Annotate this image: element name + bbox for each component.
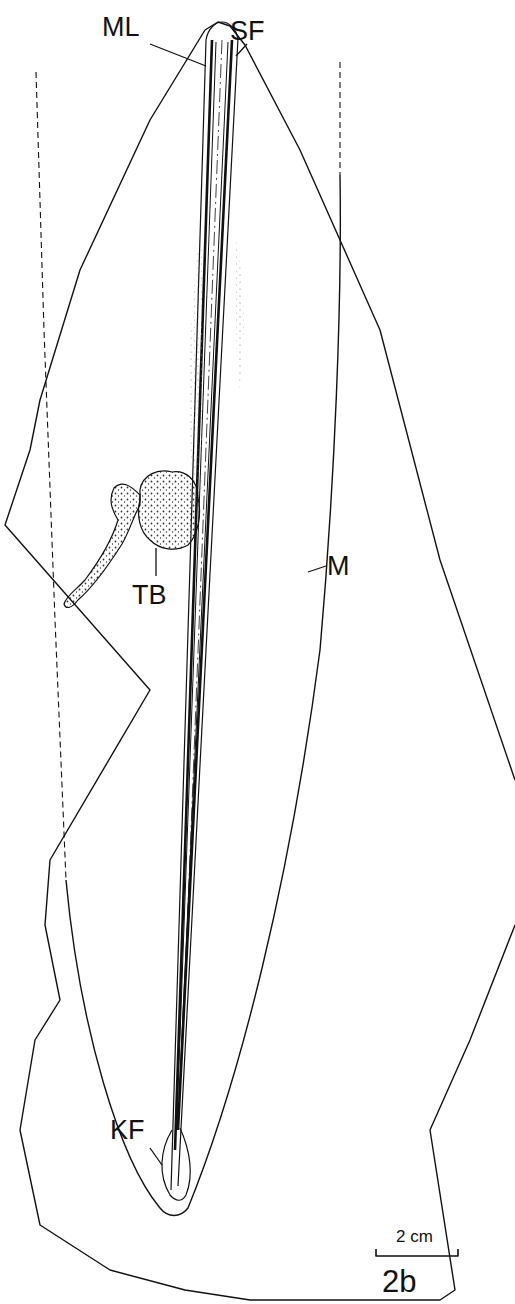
leader-m <box>308 566 326 572</box>
rostrum-outer <box>171 38 238 1190</box>
part-label: KF <box>110 1117 145 1144</box>
part-label: M <box>327 553 350 580</box>
rostrum-axis <box>182 40 222 1060</box>
part-label: ML <box>102 14 140 41</box>
tb-tail <box>64 484 140 607</box>
leader-tb <box>155 548 156 576</box>
figure-number: 2b <box>382 1266 416 1297</box>
leader-kf <box>150 1148 162 1165</box>
leader-ml <box>150 44 206 66</box>
rostrum-inner <box>175 40 232 1150</box>
part-label: SF <box>230 18 265 45</box>
scale-bar <box>376 1249 458 1256</box>
kf-outline <box>162 1128 190 1200</box>
tb-body <box>138 471 199 549</box>
stipple-shading <box>189 240 243 620</box>
leader-sf <box>236 44 247 56</box>
part-label: TB <box>132 582 167 609</box>
slab-outline <box>5 22 515 1300</box>
scale-label: 2 cm <box>396 1228 433 1245</box>
rostrum-inner-thin <box>177 42 228 1120</box>
